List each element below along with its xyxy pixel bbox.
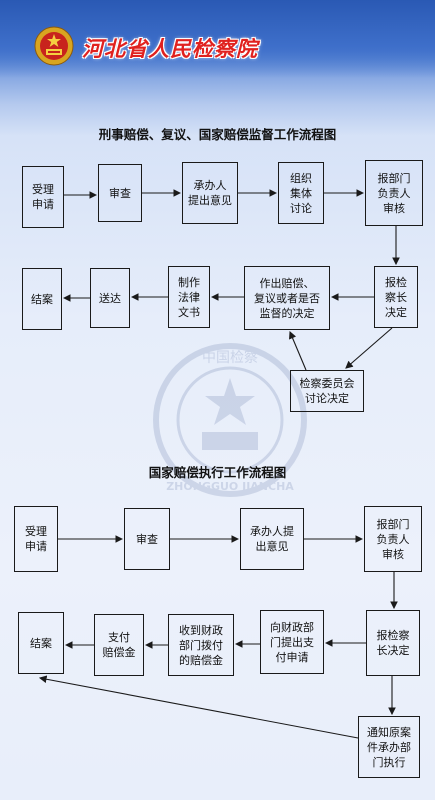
flow2-step-dept-head: 报部门 负责人 审核 <box>364 506 422 572</box>
flow2-step-review: 审查 <box>124 508 170 570</box>
flow1-step-dept-head-label: 报部门 负责人 审核 <box>377 171 411 215</box>
flow1-step-decision-label: 作出赔偿、 复议或者是否 监督的决定 <box>254 276 320 320</box>
flow1-step-handler-label: 承办人 提出意见 <box>188 179 232 207</box>
flow2-step-chief: 报检察 长决定 <box>366 610 420 676</box>
f1-arrow-chief-committee <box>345 327 393 369</box>
flow2-step-close: 结案 <box>18 612 64 674</box>
flow2-step-pay: 支付 赔偿金 <box>94 614 144 676</box>
watermark-text-bottom: ZHONGGUO JIANCHA <box>166 480 294 493</box>
watermark-text-top: 中国检察 <box>202 349 258 366</box>
flow2-step-chief-label: 报检察 长决定 <box>376 629 410 657</box>
flow2-title: 国家赔偿执行工作流程图 <box>148 465 287 480</box>
procuratorate-emblem-icon <box>34 26 74 66</box>
flow1-step-review: 审查 <box>98 164 142 222</box>
flow1-step-decision: 作出赔偿、 复议或者是否 监督的决定 <box>244 266 330 330</box>
flow1-step-close: 结案 <box>22 268 62 330</box>
flow1-step-chief-label: 报检 察长 决定 <box>385 275 407 319</box>
flow1-step-review-label: 审查 <box>109 186 131 200</box>
flow2-step-review-label: 审查 <box>136 532 158 546</box>
flow2-step-receive-funds-label: 收到财政 部门拨付 的赔偿金 <box>179 623 223 667</box>
flow1-step-accept-label: 受理 申请 <box>32 183 54 211</box>
flow2-step-handler-label: 承办人提 出意见 <box>250 525 294 553</box>
flow1-step-deliver-label: 送达 <box>99 291 121 305</box>
header-band <box>0 0 435 78</box>
flow1-step-deliver: 送达 <box>90 268 130 328</box>
org-title: 河北省人民检察院 <box>82 36 258 61</box>
watermark-emblem-icon: 中国检察 ZHONGGUO JIANCHA <box>153 343 307 497</box>
flow1-step-document: 制作 法律 文书 <box>168 266 210 328</box>
flow2-step-close-label: 结案 <box>30 636 52 650</box>
flow1-step-committee: 检察委员会 讨论决定 <box>290 370 364 412</box>
flow1-step-chief: 报检 察长 决定 <box>374 266 418 328</box>
flow2-step-receive-funds: 收到财政 部门拨付 的赔偿金 <box>168 614 234 676</box>
flow1-step-collective: 组织 集体 讨论 <box>278 162 324 224</box>
flow2-step-accept-label: 受理 申请 <box>25 525 47 553</box>
flow1-title: 刑事赔偿、复议、国家赔偿监督工作流程图 <box>98 127 337 142</box>
flow2-step-notify-label: 通知原案 件承办部 门执行 <box>367 725 411 769</box>
flow2-step-notify: 通知原案 件承办部 门执行 <box>358 716 420 778</box>
f2-arrow-notify-close <box>38 675 359 739</box>
flow1-step-dept-head: 报部门 负责人 审核 <box>365 160 423 226</box>
flow1-step-document-label: 制作 法律 文书 <box>178 275 200 319</box>
f1-arrow-committee-decision <box>289 330 307 371</box>
flow2-step-handler: 承办人提 出意见 <box>240 508 304 570</box>
flow2-step-finance-request: 向财政部 门提出支 付申请 <box>260 610 324 674</box>
flow1-step-close-label: 结案 <box>31 292 53 306</box>
flow1-step-handler: 承办人 提出意见 <box>182 162 238 224</box>
flow2-step-dept-head-label: 报部门 负责人 审核 <box>376 517 410 561</box>
flow1-step-collective-label: 组织 集体 讨论 <box>290 171 312 215</box>
flow1-step-committee-label: 检察委员会 讨论决定 <box>299 377 355 405</box>
flow2-step-pay-label: 支付 赔偿金 <box>102 631 136 659</box>
flow2-step-accept: 受理 申请 <box>14 506 58 572</box>
flow1-step-accept: 受理 申请 <box>22 166 64 228</box>
flow2-step-finance-request-label: 向财政部 门提出支 付申请 <box>270 620 314 664</box>
